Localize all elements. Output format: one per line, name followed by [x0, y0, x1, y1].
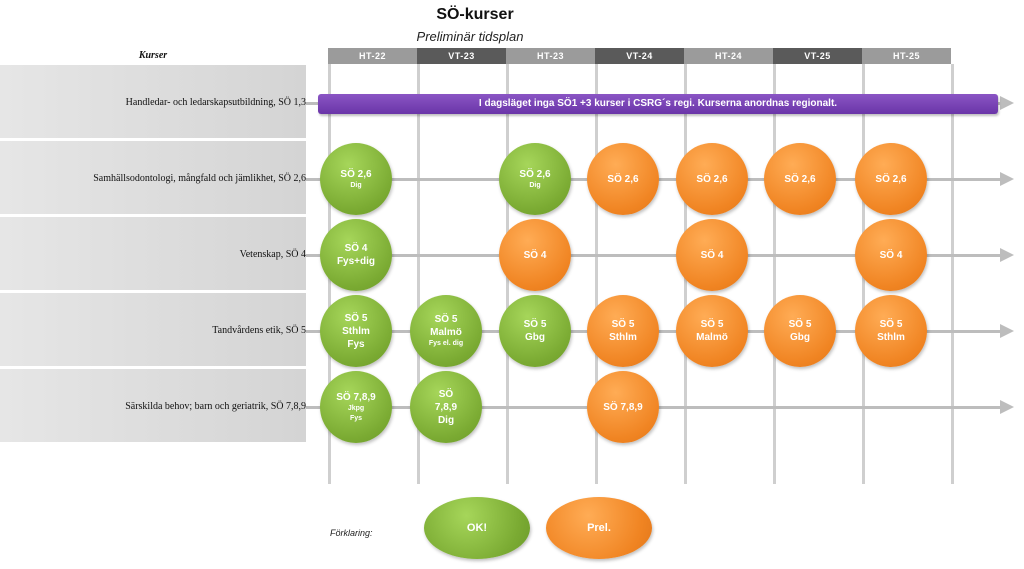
course-circle-sub-text: Dig	[529, 181, 541, 189]
course-row-label: Handledar- och ledarskapsutbildning, SÖ …	[125, 97, 306, 108]
course-row-box	[0, 217, 306, 291]
timeline-arrowhead-icon	[1000, 324, 1014, 338]
timeline-arrowhead-icon	[1000, 96, 1014, 110]
legend-label: Förklaring:	[330, 528, 373, 538]
course-circle-main-text: SÖ 2,6	[696, 173, 728, 185]
course-circle-main-text: SÖ 2,6	[784, 173, 816, 185]
course-circle-main-text: SÖ 2,6	[340, 168, 372, 180]
term-header-ht-22: HT-22	[328, 48, 417, 64]
course-circle-orange: SÖ 2,6	[764, 143, 836, 215]
course-circle-orange: SÖ 2,6	[676, 143, 748, 215]
term-divider-line	[951, 64, 954, 484]
course-row-label: Vetenskap, SÖ 4	[239, 249, 306, 260]
legend-ok-pill: OK!	[424, 497, 530, 559]
course-circle-orange: SÖ 4	[499, 219, 571, 291]
course-circle-orange: SÖ 4	[855, 219, 927, 291]
term-header-ht-25: HT-25	[862, 48, 951, 64]
term-header-vt-24: VT-24	[595, 48, 684, 64]
course-circle-main-text: SÖ 2,6	[607, 173, 639, 185]
course-row-box	[0, 141, 306, 215]
course-row-label: Tandvårdens etik, SÖ 5	[212, 325, 306, 336]
term-header-vt-23: VT-23	[417, 48, 506, 64]
course-circle-main-text: SÖ 4	[879, 249, 903, 261]
course-circle-orange: SÖ 7,8,9	[587, 371, 659, 443]
term-divider-line	[595, 64, 598, 484]
course-row-label: Samhällsodontologi, mångfald och jämlikh…	[93, 173, 306, 184]
page-title: SÖ-kurser	[436, 6, 514, 23]
course-row-box	[0, 293, 306, 367]
course-row-box	[0, 369, 306, 443]
timeline-arrow-line	[306, 254, 1000, 257]
course-circle-main-text: SÖ 2,6	[519, 168, 551, 180]
course-circle-orange: SÖ 4	[676, 219, 748, 291]
course-row-box	[0, 65, 306, 139]
timeline-arrowhead-icon	[1000, 400, 1014, 414]
term-header-vt-25: VT-25	[773, 48, 862, 64]
legend-prel-pill: Prel.	[546, 497, 652, 559]
course-circle-sub-text: Dig	[350, 181, 362, 189]
term-header-ht-24: HT-24	[684, 48, 773, 64]
term-header-ht-23: HT-23	[506, 48, 595, 64]
timeline-arrowhead-icon	[1000, 172, 1014, 186]
course-row-label: Särskilda behov; barn och geriatrik, SÖ …	[125, 401, 306, 412]
course-circle-orange: SÖ 2,6	[855, 143, 927, 215]
term-divider-line	[773, 64, 776, 484]
term-divider-line	[417, 64, 420, 484]
course-circle-orange: SÖ 2,6	[587, 143, 659, 215]
page-subtitle: Preliminär tidsplan	[416, 29, 524, 44]
timeline-arrowhead-icon	[1000, 248, 1014, 262]
course-circle-main-text: SÖ 2,6	[875, 173, 907, 185]
regional-notice-banner: I dagsläget inga SÖ1 +3 kurser i CSRG´s …	[318, 94, 998, 114]
course-circle-sub-text: Fys el. dig	[428, 340, 464, 347]
course-circle-main-text: SÖ 4	[700, 249, 724, 261]
course-circle-main-text: SÖ 7,8,9	[336, 391, 376, 403]
course-circle-main-text: SÖ 7,8,9	[603, 401, 643, 413]
course-circle-main-text: SÖ 4	[523, 249, 547, 261]
courses-header: Kurser	[138, 50, 168, 61]
